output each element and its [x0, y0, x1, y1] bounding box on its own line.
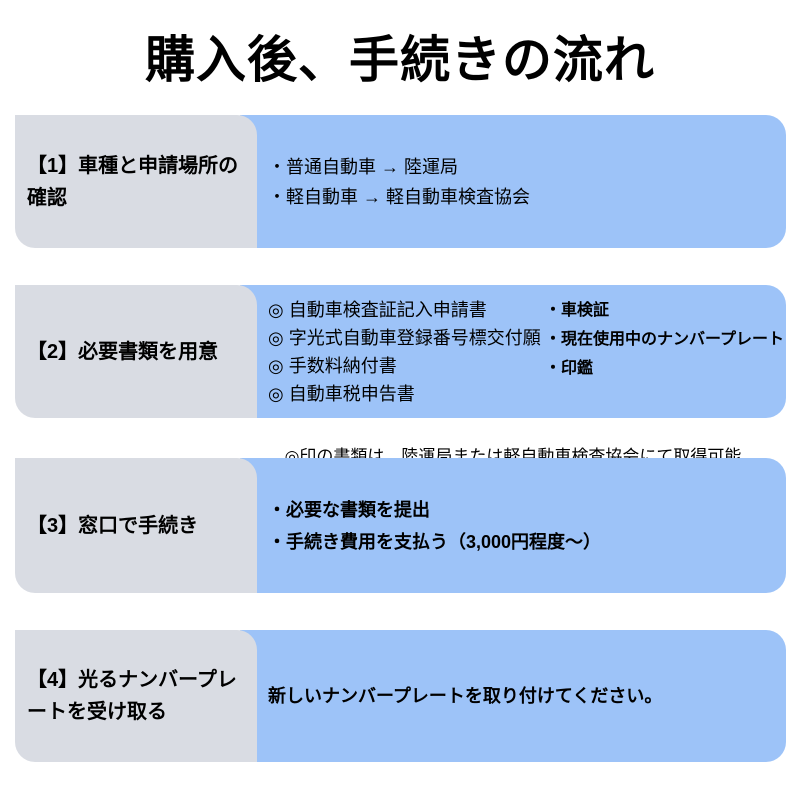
page-title: 購入後、手続きの流れ — [145, 32, 655, 88]
step-3-label: 【3】窓口で手続き — [27, 514, 199, 537]
step-4-item: 新しいナンバープレートを取り付けてください。 — [268, 686, 663, 706]
step-2-row: ◎ 自動車検査証記入申請書 ◎ 字光式自動車登録番号標交付願 ◎ 手数料納付書 … — [0, 285, 800, 418]
step-2-columns: ◎ 自動車検査証記入申請書 ◎ 字光式自動車登録番号標交付願 ◎ 手数料納付書 … — [268, 296, 784, 408]
step-1-item: ・普通自動車 → 陸運局 — [268, 156, 459, 177]
step-3-row: ・必要な書類を提出 ・手続き費用を支払う（3,000円程度～） 【3】窓口で手続… — [0, 458, 800, 593]
bring-item: ・車検証 — [545, 301, 610, 319]
step-4-row: 新しいナンバープレートを取り付けてください。 【4】光るナンバープレートを受け取… — [0, 630, 800, 762]
step-1-item: ・軽自動車 → 軽自動車検査協会 — [268, 186, 531, 207]
bring-items-list: ・車検証 ・現在使用中のナンバープレート ・印鑑 — [545, 296, 784, 383]
bring-item: ・印鑑 — [545, 359, 594, 377]
document-item: ◎ 自動車検査証記入申請書 — [268, 299, 487, 320]
step-1-row: ・普通自動車 → 陸運局 ・軽自動車 → 軽自動車検査協会 【1】車種と申請場所… — [0, 115, 800, 248]
step-1-label: 【1】車種と申請場所の確認 — [27, 154, 239, 209]
document-item: ◎ 手数料納付書 — [268, 355, 397, 376]
document-item: ◎ 自動車税申告書 — [268, 383, 415, 404]
step-1-label-box: 【1】車種と申請場所の確認 — [15, 115, 257, 248]
step-4-label-box: 【4】光るナンバープレートを受け取る — [15, 630, 257, 762]
step-4-content-box: 新しいナンバープレートを取り付けてください。 — [240, 630, 786, 762]
step-3-content-box: ・必要な書類を提出 ・手続き費用を支払う（3,000円程度～） — [240, 458, 786, 593]
bring-item: ・現在使用中のナンバープレート — [545, 330, 785, 348]
step-1-content-box: ・普通自動車 → 陸運局 ・軽自動車 → 軽自動車検査協会 — [240, 115, 786, 248]
step-3-label-box: 【3】窓口で手続き — [15, 458, 257, 593]
step-2-label-box: 【2】必要書類を用意 — [15, 285, 257, 418]
document-item: ◎ 字光式自動車登録番号標交付願 — [268, 327, 541, 348]
step-2-content-box: ◎ 自動車検査証記入申請書 ◎ 字光式自動車登録番号標交付願 ◎ 手数料納付書 … — [240, 285, 786, 418]
step-3-item: ・手続き費用を支払う（3,000円程度～） — [268, 531, 602, 552]
step-2-label: 【2】必要書類を用意 — [27, 340, 219, 363]
step-4-label: 【4】光るナンバープレートを受け取る — [27, 669, 237, 723]
required-documents-list: ◎ 自動車検査証記入申請書 ◎ 字光式自動車登録番号標交付願 ◎ 手数料納付書 … — [268, 296, 545, 408]
step-3-item: ・必要な書類を提出 — [268, 499, 430, 520]
